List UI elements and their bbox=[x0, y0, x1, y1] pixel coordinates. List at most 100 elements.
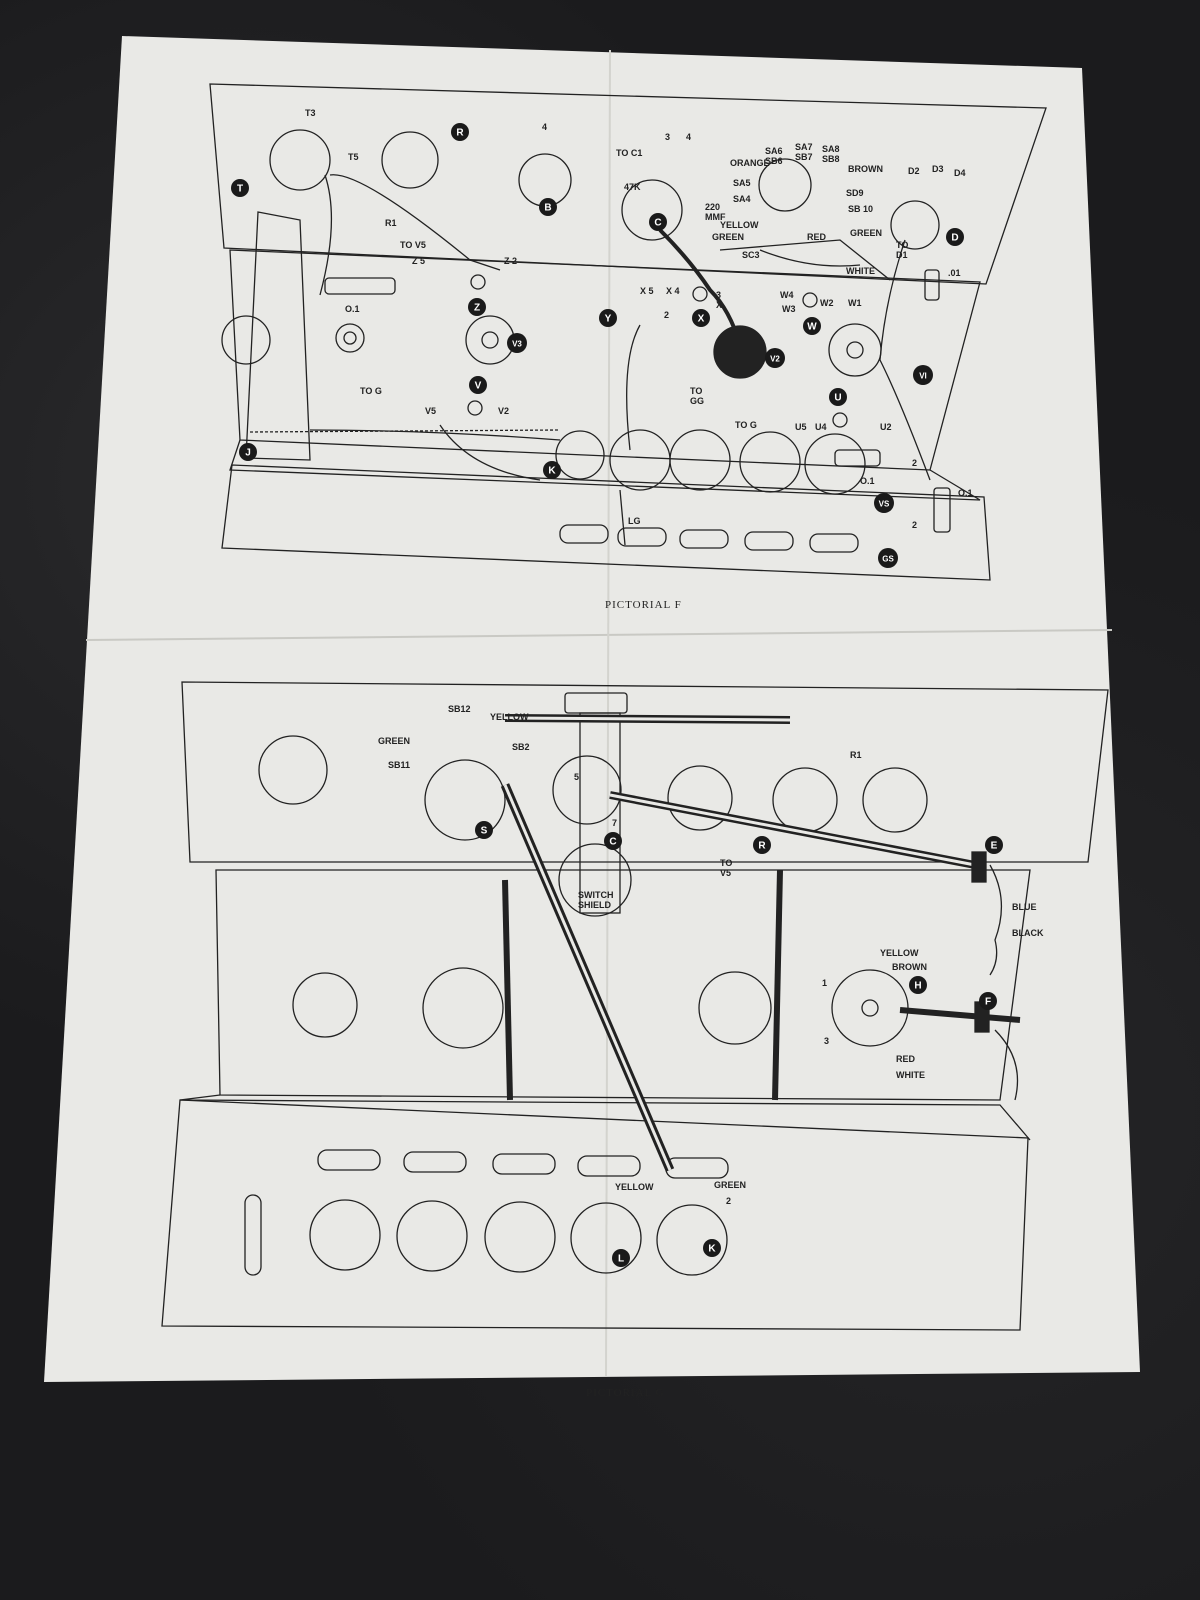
svg-text:C: C bbox=[654, 218, 661, 229]
pictorial-g-badge-f: F bbox=[979, 992, 997, 1010]
pictorial-f-badge-t: T bbox=[231, 179, 249, 197]
pictorial-f-badge-w: W bbox=[803, 317, 821, 335]
label-w1: W1 bbox=[848, 298, 862, 308]
label-n2b: 2 bbox=[912, 458, 917, 468]
label-n2c: 2 bbox=[912, 520, 917, 530]
svg-text:U: U bbox=[834, 393, 841, 404]
label-n1: 1 bbox=[822, 978, 827, 988]
svg-text:T: T bbox=[237, 184, 243, 195]
svg-text:V3: V3 bbox=[512, 340, 522, 349]
svg-text:X: X bbox=[698, 314, 705, 325]
pictorial-f-badge-vs: VS bbox=[874, 493, 894, 513]
label-w2: W2 bbox=[820, 298, 834, 308]
label-sb7: SB7 bbox=[795, 152, 813, 162]
pictorial-f-badge-c: C bbox=[649, 213, 667, 231]
label-sd9: SD9 bbox=[846, 188, 864, 198]
pictorial-f-badge-y: Y bbox=[599, 309, 617, 327]
svg-text:K: K bbox=[708, 1244, 716, 1255]
label-to-g-bottom: TO G bbox=[735, 420, 757, 430]
paper bbox=[44, 36, 1140, 1382]
fold-line-horizontal bbox=[85, 629, 1113, 641]
pictorial-g-badge-k: K bbox=[703, 1239, 721, 1257]
label-z2: Z 2 bbox=[504, 256, 517, 266]
label-w4: W4 bbox=[780, 290, 794, 300]
label-n2: 2 bbox=[726, 1196, 731, 1206]
label-n3: 3 bbox=[824, 1036, 829, 1046]
pictorial-f-badge-gs: GS bbox=[878, 548, 898, 568]
svg-text:F: F bbox=[985, 997, 991, 1008]
label-sa4: SA4 bbox=[733, 194, 751, 204]
label-n7: 7 bbox=[612, 818, 617, 828]
pictorial-f-caption: PICTORIAL F bbox=[605, 599, 682, 611]
pictorial-f-badge-x: X bbox=[692, 309, 710, 327]
svg-text:V2: V2 bbox=[770, 355, 780, 364]
label-yellow-top: YELLOW bbox=[490, 712, 529, 722]
label-brown: BROWN bbox=[892, 962, 927, 972]
label-sc3: SC3 bbox=[742, 250, 760, 260]
pictorial-f-labels: T3 T5 R1 TO V5 Z 5 Z 2 O.1 TO G V5 V2 4 … bbox=[305, 108, 973, 611]
pictorial-g-badge-r: R bbox=[753, 836, 771, 854]
pictorial-g-badge-e: E bbox=[985, 836, 1003, 854]
svg-text:L: L bbox=[618, 1254, 624, 1265]
label-cap-01-c: O.1 bbox=[860, 476, 875, 486]
pictorial-g-badge-h: H bbox=[909, 976, 927, 994]
label-sa6: SA6 bbox=[765, 146, 783, 156]
label-to-c1: TO C1 bbox=[616, 148, 642, 158]
label-sa7: SA7 bbox=[795, 142, 813, 152]
label-yellow-h: YELLOW bbox=[880, 948, 919, 958]
svg-text:V: V bbox=[475, 381, 482, 392]
label-r1: R1 bbox=[385, 218, 397, 228]
label-cap-01-a: O.1 bbox=[345, 304, 360, 314]
pictorial-g-badge-l: L bbox=[612, 1249, 630, 1267]
svg-text:GS: GS bbox=[882, 555, 894, 564]
label-cap-01-b: .01 bbox=[948, 268, 961, 278]
label-sb12: SB12 bbox=[448, 704, 471, 714]
label-white: WHITE bbox=[846, 266, 875, 276]
label-brown: BROWN bbox=[848, 164, 883, 174]
label-to-v5: TO V5 bbox=[400, 240, 426, 250]
label-sb10: SB 10 bbox=[848, 204, 873, 214]
label-n4: 4 bbox=[542, 122, 547, 132]
label-z5: Z 5 bbox=[412, 256, 425, 266]
label-sb6: SB6 bbox=[765, 156, 783, 166]
label-green-bottom: GREEN bbox=[714, 1180, 746, 1190]
svg-text:W: W bbox=[807, 322, 817, 333]
svg-text:D: D bbox=[951, 233, 958, 244]
label-blue: BLUE bbox=[1012, 902, 1037, 912]
svg-text:VI: VI bbox=[919, 372, 927, 381]
svg-text:VS: VS bbox=[879, 500, 890, 509]
pictorial-f-badge-k: K bbox=[543, 461, 561, 479]
label-v2: V2 bbox=[498, 406, 509, 416]
label-n2a: 2 bbox=[664, 310, 669, 320]
pictorial-g-badge-s: S bbox=[475, 821, 493, 839]
label-sa5: SA5 bbox=[733, 178, 751, 188]
label-black: BLACK bbox=[1012, 928, 1044, 938]
label-t3: T3 bbox=[305, 108, 316, 118]
pictorial-f-badge-v: V bbox=[469, 376, 487, 394]
pictorial-f-badge-v2: V2 bbox=[765, 348, 785, 368]
svg-text:B: B bbox=[544, 203, 551, 214]
pictorial-f-badge-v1: VI bbox=[913, 365, 933, 385]
label-d3: D3 bbox=[932, 164, 944, 174]
label-yellow-bottom: YELLOW bbox=[615, 1182, 654, 1192]
label-n5: 5 bbox=[574, 772, 579, 782]
label-lg: LG bbox=[628, 516, 641, 526]
label-green: GREEN bbox=[712, 232, 744, 242]
label-sb11: SB11 bbox=[388, 760, 410, 770]
label-d4: D4 bbox=[954, 168, 966, 178]
svg-text:Y: Y bbox=[605, 314, 612, 325]
pictorial-f-badge-r: R bbox=[451, 123, 469, 141]
label-cap-01-d: O.1 bbox=[958, 488, 973, 498]
pictorial-f-badge-b: B bbox=[539, 198, 557, 216]
label-x5: X 5 bbox=[640, 286, 654, 296]
svg-text:Z: Z bbox=[474, 303, 480, 314]
label-red: RED bbox=[896, 1054, 916, 1064]
